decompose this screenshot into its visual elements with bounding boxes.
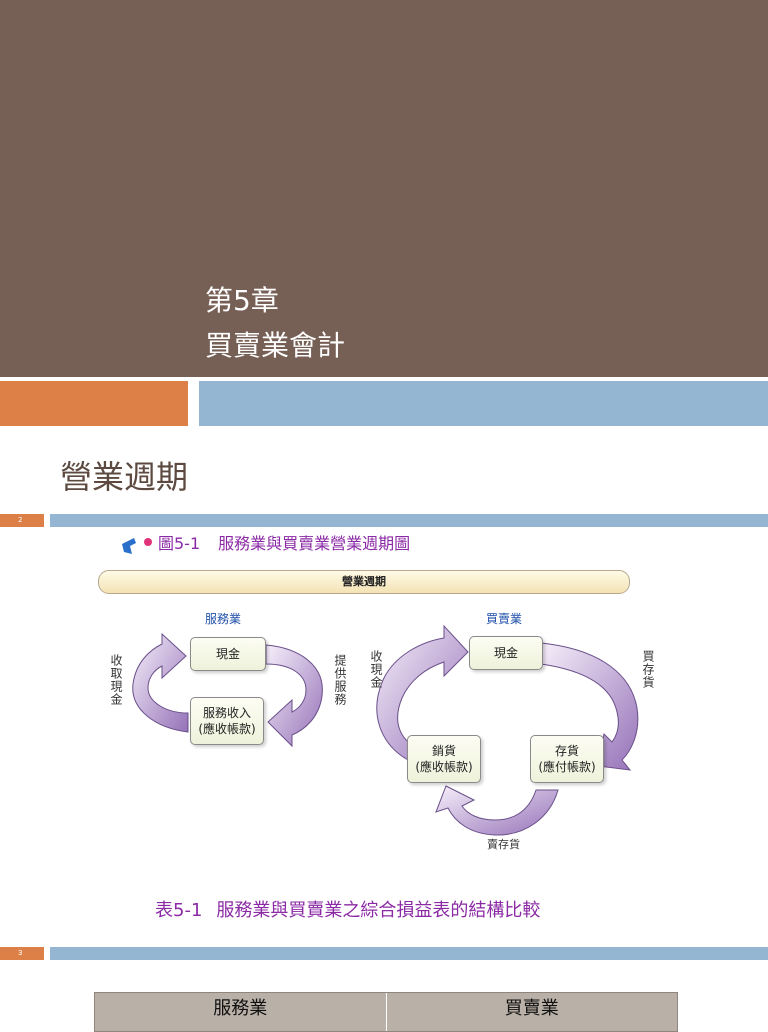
trading-collect-arrow: [376, 624, 469, 761]
figure-title: 服務業與買賣業營業週期圖: [218, 534, 411, 553]
node-label: 現金: [215, 647, 240, 661]
figure-caption: 圖5-1 服務業與買賣業營業週期圖: [158, 533, 410, 555]
node-label: 服務收入: [202, 706, 251, 720]
service-provide-arrow: [265, 644, 323, 748]
slide-number-badge: 2: [0, 514, 44, 527]
table-number: 表5-1: [155, 900, 203, 921]
service-provide-label: 提供服務: [333, 654, 347, 706]
accent-bar-orange: [0, 381, 188, 426]
chapter-title: 第5章: [205, 284, 279, 317]
table-title: 服務業與買賣業之綜合損益表的結構比較: [216, 900, 541, 921]
trading-sell-label: 賣存貨: [487, 838, 520, 851]
accent-bar-blue: [199, 381, 768, 426]
comparison-table-header: 服務業 買賣業: [94, 992, 678, 1032]
node-label: 銷貨: [431, 744, 456, 758]
table-header-service: 服務業: [213, 998, 268, 1019]
slide-divider-strip: [50, 947, 768, 960]
operating-cycle-banner: 營業週期: [98, 570, 630, 594]
title-slide-background: [0, 0, 768, 377]
trading-sell-arrow: [435, 785, 559, 836]
trading-cash-node: 現金: [469, 636, 543, 670]
service-cash-node: 現金: [190, 637, 266, 671]
chapter-subject: 買賣業會計: [205, 329, 346, 362]
node-sublabel: (應收帳款): [415, 760, 473, 774]
slide-number-badge: 3: [0, 947, 44, 960]
trading-collect-label: 收現金: [369, 650, 383, 689]
service-industry-label: 服務業: [205, 612, 242, 626]
service-collect-label: 收取現金: [109, 654, 123, 706]
slide-divider-strip: [50, 514, 768, 527]
node-sublabel: (應付帳款): [538, 760, 596, 774]
node-label: 存貨: [554, 744, 579, 758]
service-collect-arrow: [132, 632, 189, 733]
trading-sales-node: 銷貨 (應收帳款): [407, 735, 481, 783]
figure-number: 圖5-1: [158, 534, 201, 553]
table-header-trading: 買賣業: [385, 993, 678, 1031]
service-revenue-node: 服務收入 (應收帳款): [190, 697, 264, 745]
node-label: 現金: [493, 646, 518, 660]
pointer-arrow-icon: [122, 538, 152, 554]
node-sublabel: (應收帳款): [198, 722, 256, 736]
trading-industry-label: 買賣業: [486, 612, 523, 626]
table-caption: 表5-1 服務業與買賣業之綜合損益表的結構比較: [155, 898, 540, 924]
trading-inventory-node: 存貨 (應付帳款): [530, 735, 604, 783]
slide-heading: 營業週期: [60, 458, 189, 496]
trading-buy-label: 買存貨: [641, 650, 655, 689]
